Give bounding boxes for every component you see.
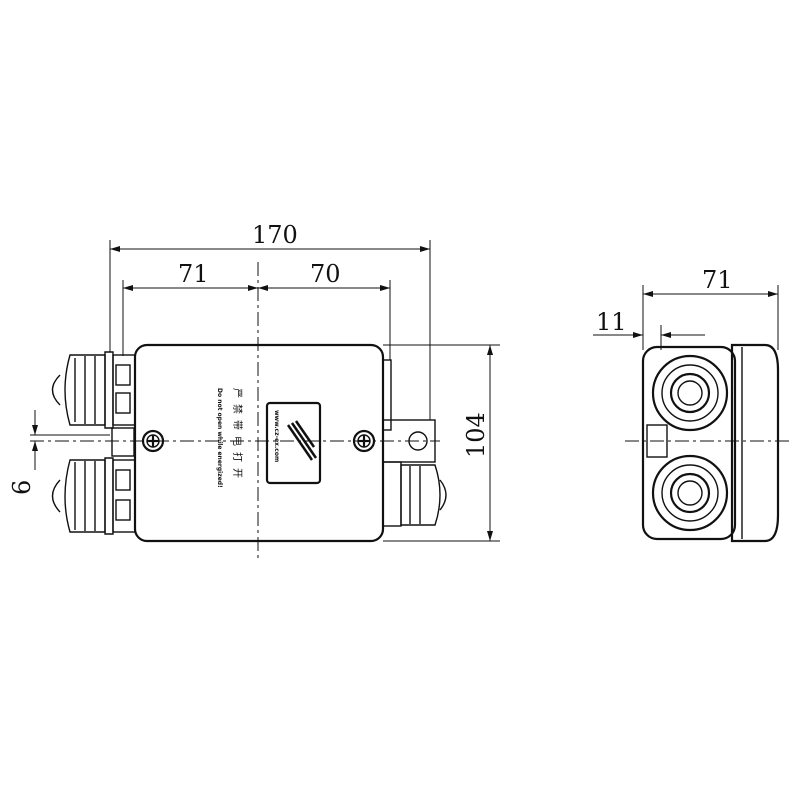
website-text: www.cz-ex.com	[273, 410, 280, 462]
gland-face-bottom	[651, 454, 729, 532]
dimension-side-71: 71	[642, 266, 779, 350]
front-view: www.cz-ex.com 严禁带电打开 Do not open while e…	[8, 221, 500, 560]
dimension-104: 104	[383, 344, 500, 542]
dimension-label: 71	[178, 260, 209, 288]
cable-gland-top	[51, 351, 136, 429]
dimension-label: 104	[462, 412, 490, 458]
cable-gland-right	[382, 419, 447, 527]
screw-icon	[352, 429, 376, 453]
side-lid	[730, 343, 780, 543]
gland-face-top	[651, 354, 729, 432]
dimension-6: 6	[8, 410, 110, 495]
cable-gland-bottom	[51, 457, 136, 535]
dimension-label: 70	[310, 260, 341, 288]
logo-plate	[265, 401, 322, 485]
warning-label-cn: 严禁带电打开	[231, 388, 244, 484]
dimension-label: 71	[702, 266, 733, 294]
logo-icon	[286, 420, 318, 461]
side-body	[641, 345, 737, 541]
side-ground-lug	[646, 424, 668, 458]
dimension-71: 71	[122, 260, 258, 356]
warning-label-en: Do not open while energized!	[216, 388, 223, 488]
screw-icon	[141, 429, 165, 453]
dimension-11: 11	[593, 308, 705, 350]
dimension-label: 11	[596, 308, 627, 336]
dimension-70: 70	[258, 260, 391, 360]
dimension-label: 6	[8, 480, 36, 495]
side-view: 71 11	[593, 266, 790, 543]
hinge-tab	[382, 359, 392, 431]
enclosure-body	[133, 343, 385, 543]
dimension-170: 170	[109, 221, 431, 420]
dimension-label: 170	[252, 221, 298, 249]
ground-lug	[111, 427, 135, 457]
